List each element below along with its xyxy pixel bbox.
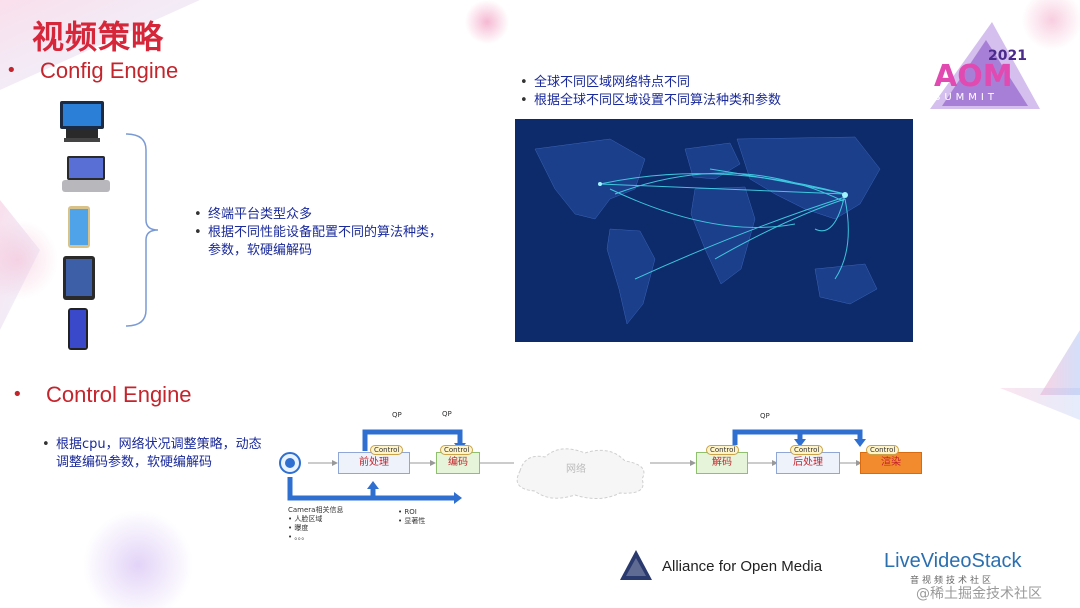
camera-info-item: • 人脸区域 <box>288 515 323 523</box>
roi-info-item: • ROI <box>398 508 417 516</box>
page-title: 视频策略 <box>32 18 165 56</box>
render-box: 渲染 <box>860 452 922 474</box>
control-tag-2: Control <box>440 445 474 455</box>
laptop-icon <box>62 156 110 192</box>
map-bullet-2: 根据全球不同区域设置不同算法种类和参数 <box>518 92 878 110</box>
qp-label-1: QP <box>392 411 402 419</box>
bullet-dot: • <box>6 60 17 81</box>
world-network-map <box>515 119 913 342</box>
lvs-name: LiveVideoStack <box>884 550 1022 572</box>
control-tag-3: Control <box>706 445 740 455</box>
control-bullet-1: 根据cpu，网络状况调整策略，动态调整编码参数，软硬编解码 <box>40 436 270 472</box>
config-engine-heading: Config Engine <box>40 58 179 83</box>
post-process-box: 后处理 <box>776 452 840 474</box>
control-bullets: 根据cpu，网络状况调整策略，动态调整编码参数，软硬编解码 <box>40 436 270 472</box>
aom-name: Alliance for Open Media <box>662 558 823 575</box>
network-label: 网络 <box>566 464 586 475</box>
control-flow-diagram <box>279 429 866 504</box>
decode-label: 解码 <box>712 457 732 468</box>
post-process-label: 后处理 <box>793 457 823 468</box>
roi-info-item: • 显著性 <box>398 517 426 525</box>
aom-summit-logo: 2021 AOM SUMMIT <box>930 22 1040 109</box>
pre-process-box: 前处理 <box>338 452 410 474</box>
tablet-icon <box>63 256 95 300</box>
camera-info-item: • 。。。 <box>288 533 309 541</box>
lvs-sub: 音视频技术社区 <box>910 576 995 586</box>
control-engine-heading: Control Engine <box>46 382 192 407</box>
aom-badge-year: 2021 <box>988 48 1027 64</box>
grouping-bracket <box>125 133 159 327</box>
decode-box: 解码 <box>696 452 748 474</box>
aom-badge-word: SUMMIT <box>934 92 998 103</box>
qp-label-3: QP <box>760 412 770 420</box>
config-bullet-1: 终端平台类型众多 <box>192 206 442 224</box>
encode-box: 编码 <box>436 452 480 474</box>
camera-info-title: Camera相关信息 <box>288 506 344 514</box>
camera-info: Camera相关信息 • 人脸区域 • 曝度 • 。。。 <box>288 506 343 542</box>
bullet-dot: • <box>12 384 23 405</box>
control-tag-4: Control <box>790 445 824 455</box>
encode-label: 编码 <box>448 457 468 468</box>
control-tag-5: Control <box>866 445 900 455</box>
pre-process-label: 前处理 <box>359 457 389 468</box>
svg-text:AOM: AOM <box>934 59 1013 94</box>
camera-info-item: • 曝度 <box>288 524 309 532</box>
control-tag-1: Control <box>370 445 404 455</box>
world-map-graphic <box>534 136 881 325</box>
qp-label-2: QP <box>442 410 452 418</box>
phone-icon <box>68 308 88 350</box>
desktop-pc-icon <box>60 101 104 142</box>
map-bullet-1: 全球不同区域网络特点不同 <box>518 74 878 92</box>
config-bullets: 终端平台类型众多 根据不同性能设备配置不同的算法种类，参数，软硬编解码 <box>192 206 442 260</box>
map-bullets: 全球不同区域网络特点不同 根据全球不同区域设置不同算法种类和参数 <box>518 74 878 110</box>
render-label: 渲染 <box>881 457 901 468</box>
aom-triangle-logo <box>620 550 652 580</box>
roi-info: • ROI • 显著性 <box>398 508 425 526</box>
smartphone-icon <box>68 206 90 248</box>
config-bullet-2: 根据不同性能设备配置不同的算法种类，参数，软硬编解码 <box>192 224 442 260</box>
watermark: @稀土掘金技术社区 <box>916 586 1042 602</box>
